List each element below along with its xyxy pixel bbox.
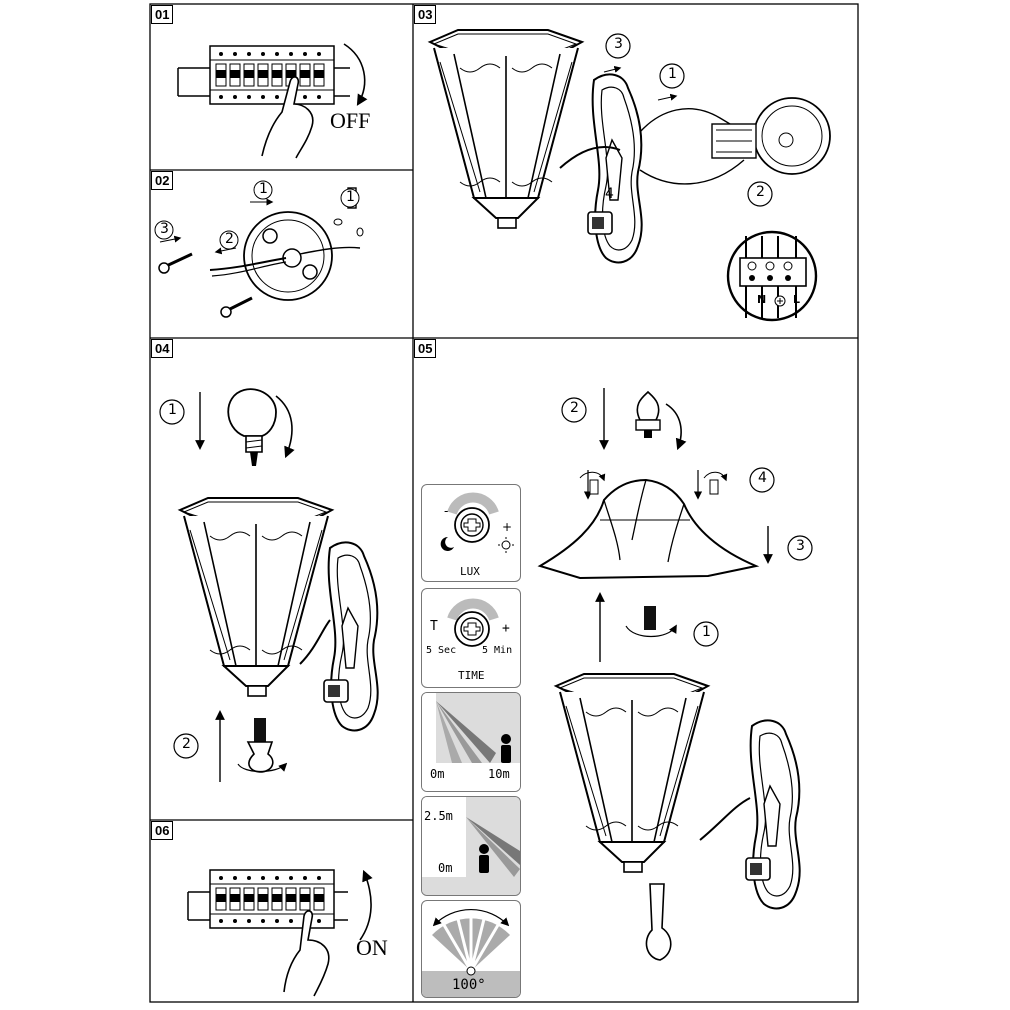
on-caption: ON xyxy=(356,935,388,960)
step-number: 2 xyxy=(756,184,765,200)
mounting-height-tile: 2.5m 0m xyxy=(421,796,521,896)
step-number: 1 xyxy=(702,624,711,640)
person-icon xyxy=(501,734,511,763)
terminal-block-detail xyxy=(726,230,818,322)
panel-06-illustration xyxy=(187,869,373,997)
step-number: 1 xyxy=(346,189,355,205)
time-min-value: 5 Sec xyxy=(426,645,457,656)
bulb-icon xyxy=(227,388,277,466)
detection-range-tile: 0m 10m xyxy=(421,692,521,792)
panel-label-03: 03 xyxy=(414,5,437,24)
step-number: 2 xyxy=(182,736,191,752)
finial-icon xyxy=(635,390,661,438)
panel-label-02: 02 xyxy=(151,171,174,190)
height-top-label: 2.5m xyxy=(424,809,453,823)
angle-label: 100° xyxy=(452,977,486,993)
height-bottom-label: 0m xyxy=(438,861,453,875)
range-far-label: 10m xyxy=(488,767,510,781)
moon-icon xyxy=(440,536,454,551)
roof-icon xyxy=(537,478,760,580)
step-number: 3 xyxy=(614,36,623,52)
hand-icon xyxy=(261,76,314,159)
step-number: 1 xyxy=(259,181,268,197)
screw-icon xyxy=(158,252,193,274)
terminal-n-label: N xyxy=(757,293,767,306)
step-number: 2 xyxy=(225,231,234,247)
step-number: 2 xyxy=(570,400,579,416)
step-number: 4 xyxy=(758,470,767,486)
rotate-arrow-icon xyxy=(343,43,368,106)
terminal-l-label: L xyxy=(793,293,801,306)
step-number: 1 xyxy=(168,402,177,418)
rotate-arrow-icon xyxy=(359,869,373,941)
time-plus-label: + xyxy=(502,621,510,636)
screw-icon xyxy=(220,296,253,318)
panel-05-illustration xyxy=(537,388,813,961)
svg-text:-: - xyxy=(444,504,448,518)
step-number: 3 xyxy=(160,221,169,237)
panel-label-04: 04 xyxy=(151,339,174,358)
lux-adjust-tile: - + LUX xyxy=(421,484,521,582)
lux-label: LUX xyxy=(460,565,480,578)
time-minus-label: T xyxy=(430,619,438,634)
panel-label-06: 06 xyxy=(151,821,174,840)
panel-02-illustration xyxy=(154,180,364,318)
detection-angle-tile: 100° xyxy=(421,900,521,998)
panel-label-01: 01 xyxy=(151,5,174,24)
panel-01-illustration xyxy=(177,43,368,159)
step-number: 4 xyxy=(605,186,614,202)
time-max-value: 5 Min xyxy=(482,645,513,656)
panel-04-illustration xyxy=(159,388,379,782)
time-adjust-tile: T + 5 Sec 5 Min TIME xyxy=(421,588,521,688)
hand-icon xyxy=(283,910,330,997)
panel-label-05: 05 xyxy=(414,339,437,358)
panel-03-illustration xyxy=(429,29,831,322)
sun-icon xyxy=(498,537,514,553)
panel-grid xyxy=(149,3,859,1003)
person-icon xyxy=(479,844,489,873)
svg-text:+: + xyxy=(502,520,512,534)
step-number: 3 xyxy=(796,538,805,554)
time-label: TIME xyxy=(458,669,485,682)
step-number: 1 xyxy=(668,66,677,82)
range-near-label: 0m xyxy=(430,767,445,781)
off-caption: OFF xyxy=(330,108,371,133)
